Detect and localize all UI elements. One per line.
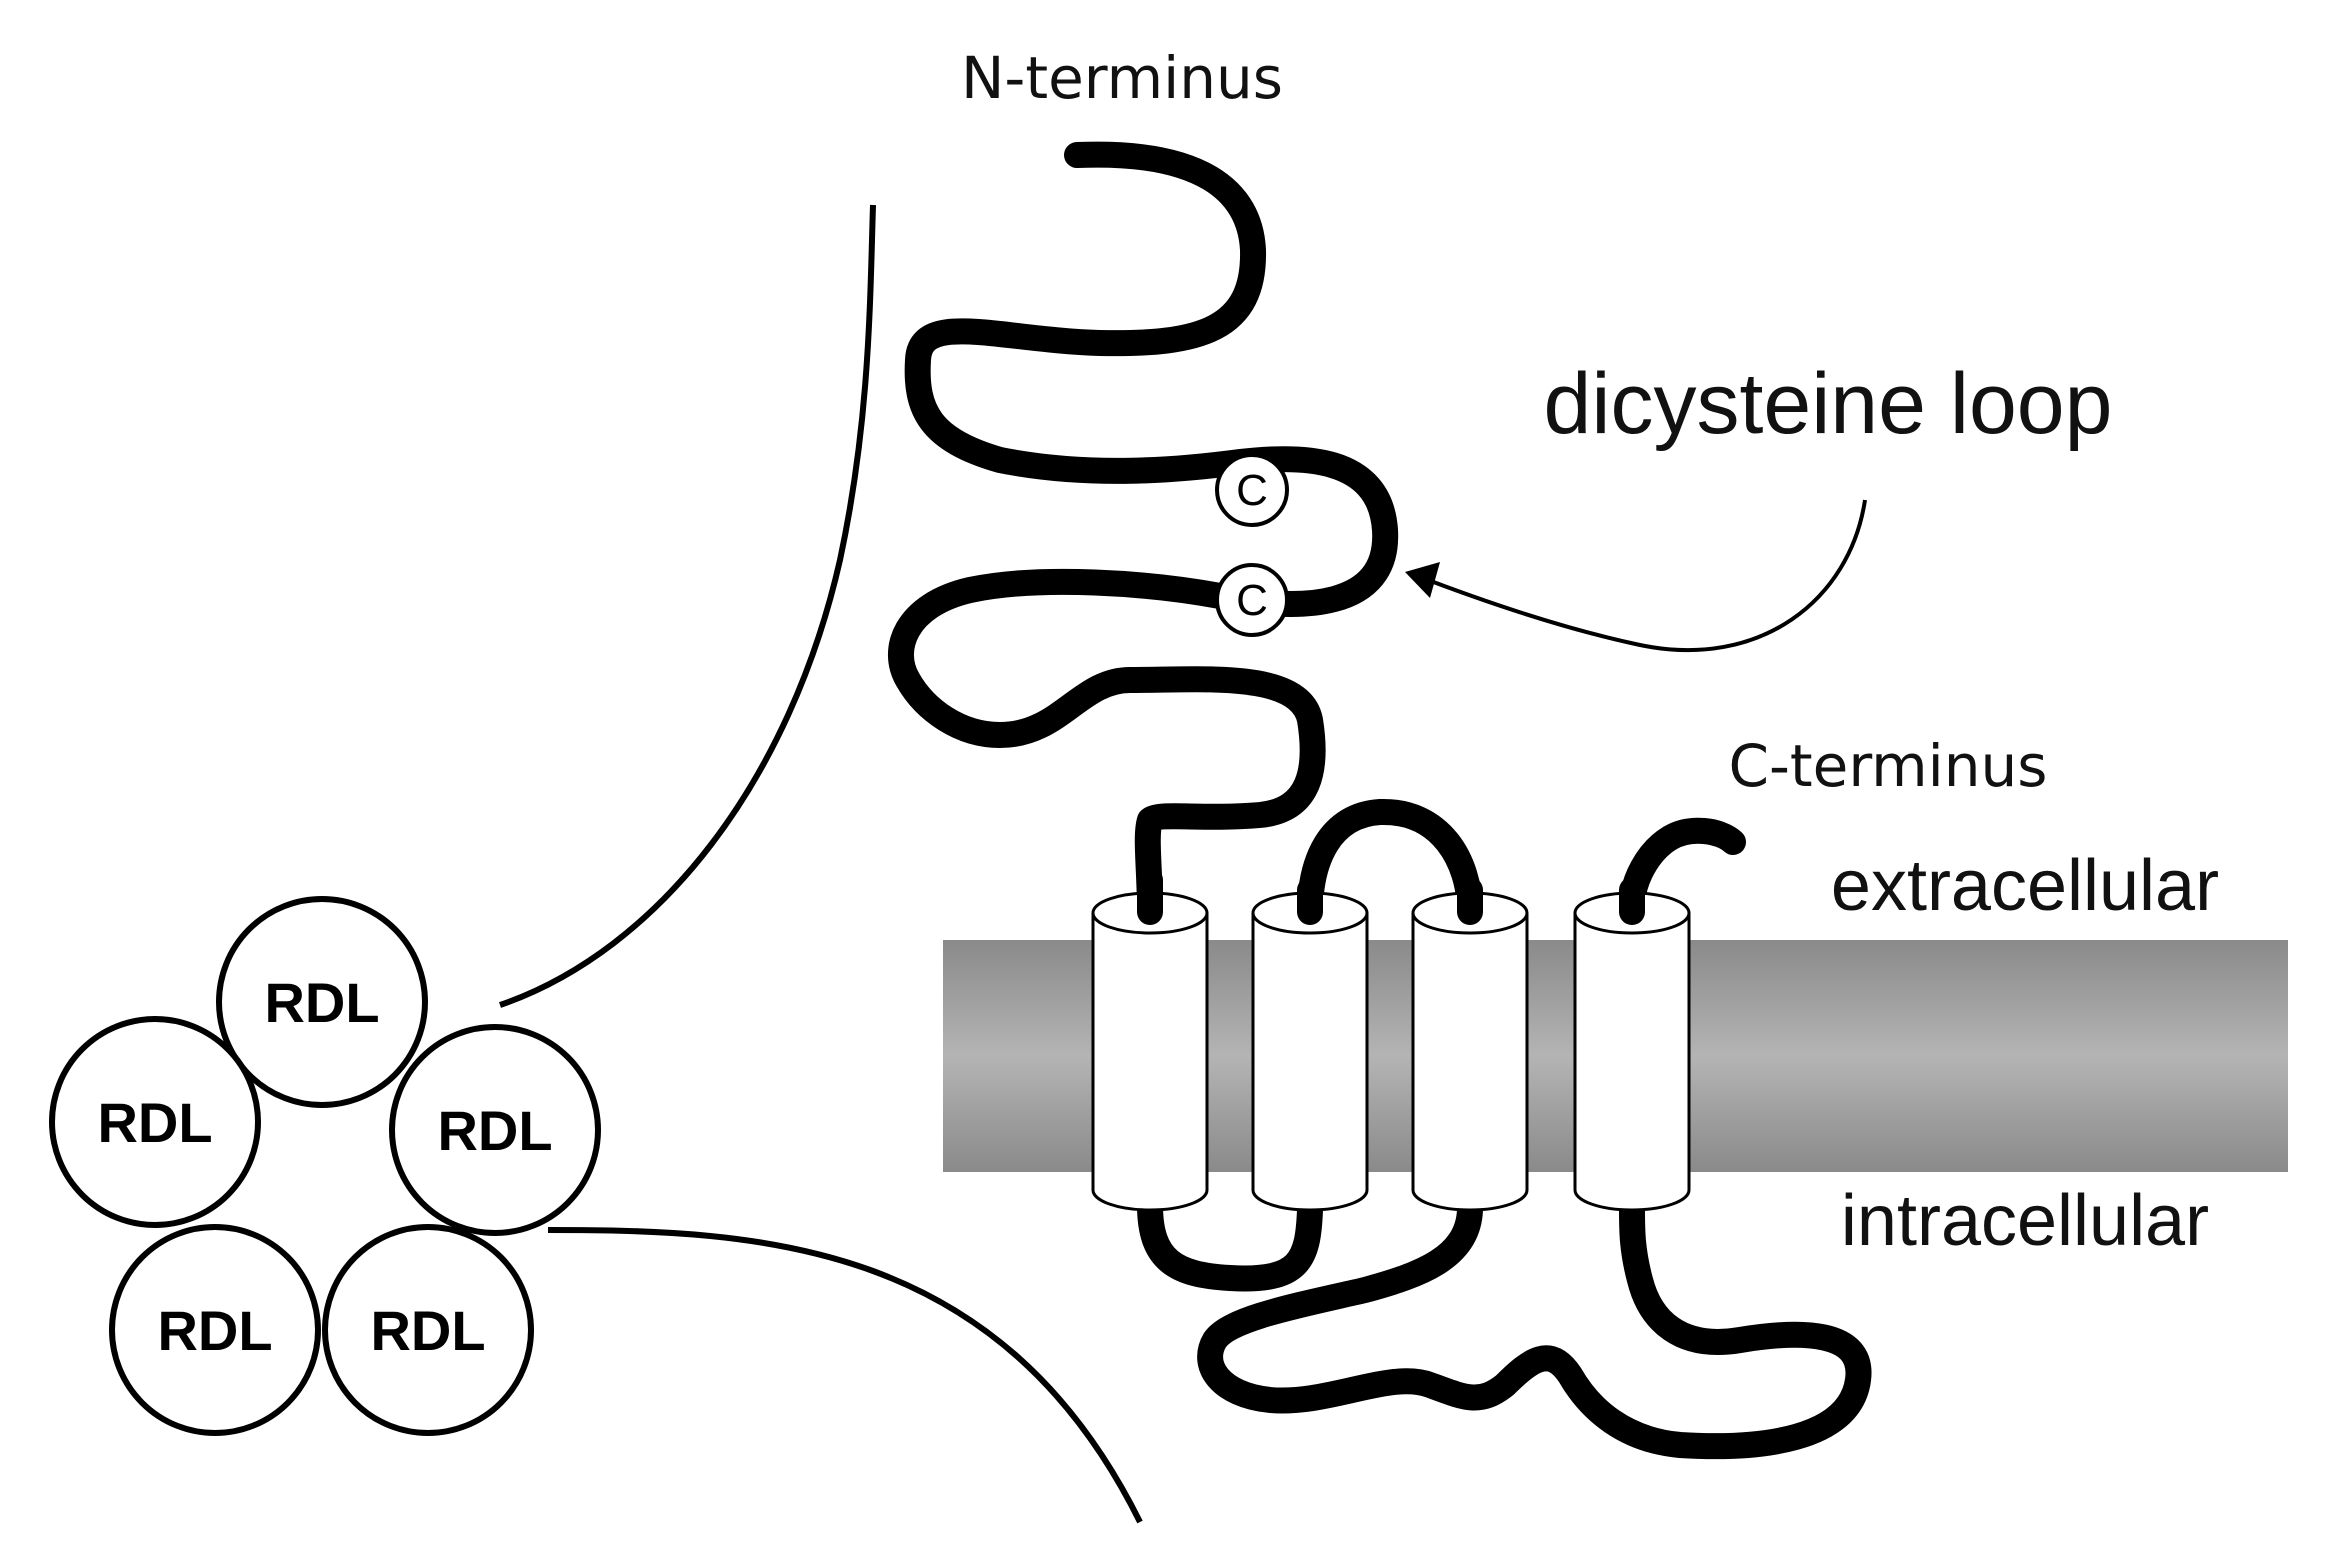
cysteine-2: C bbox=[1215, 563, 1289, 637]
n-terminus-label: N-terminus bbox=[961, 44, 1283, 112]
subunit-right: RDL bbox=[389, 1024, 601, 1236]
cysteine-2-label: C bbox=[1236, 576, 1268, 625]
helix-m2 bbox=[1251, 891, 1369, 1212]
subunit-bottom-left: RDL bbox=[109, 1224, 321, 1436]
subunit-bottom-left-label: RDL bbox=[157, 1299, 272, 1362]
zoom-line-upper bbox=[499, 204, 876, 1008]
subunit-top-label: RDL bbox=[264, 971, 379, 1034]
subunit-left-label: RDL bbox=[97, 1091, 212, 1154]
extracellular-label: extracellular bbox=[1831, 846, 2219, 926]
m2-m3-loop bbox=[1297, 798, 1483, 926]
subunit-bottom-right-label: RDL bbox=[370, 1299, 485, 1362]
m1-m2-loop bbox=[1137, 1192, 1323, 1292]
subunit-top: RDL bbox=[216, 896, 428, 1108]
intracellular-label: intracellular bbox=[1841, 1181, 2209, 1261]
n-terminal-domain-chain bbox=[888, 141, 1399, 925]
dicysteine-loop-label: dicysteine loop bbox=[1544, 356, 2113, 452]
dicysteine-arrow bbox=[1414, 499, 1867, 652]
zoom-line-lower bbox=[547, 1227, 1143, 1524]
cytoplasmic-loop bbox=[1197, 1197, 1872, 1460]
cysteine-1: C bbox=[1215, 453, 1289, 527]
rdl-pentamer: RDL RDL RDL RDL RDL bbox=[49, 896, 601, 1436]
helix-m3 bbox=[1411, 891, 1529, 1212]
c-terminus-label: C-terminus bbox=[1728, 732, 2047, 800]
helix-m4 bbox=[1573, 891, 1691, 1212]
subunit-left: RDL bbox=[49, 1016, 261, 1228]
dicysteine-arrowhead bbox=[1405, 562, 1440, 598]
subunit-right-label: RDL bbox=[437, 1099, 552, 1162]
subunit-bottom-right: RDL bbox=[322, 1224, 534, 1436]
cysteine-1-label: C bbox=[1236, 466, 1268, 515]
helix-m1 bbox=[1091, 891, 1209, 1212]
